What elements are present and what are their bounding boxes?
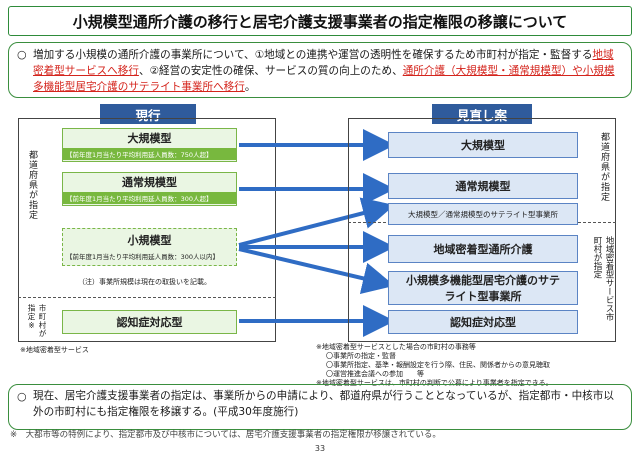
revised-frame [348, 118, 616, 342]
revised-community-text: 地域密着型通所介護 [433, 243, 533, 256]
arrow-small-to-satellite [238, 197, 395, 247]
current-municipal-label: 市町村が指定※ [26, 304, 48, 338]
bottom-box: ○ 現在、居宅介護支援事業者の指定は、事業所からの申請により、都道府県が行うこと… [8, 384, 632, 430]
page-footnote: ※ 大都市等の特例により、指定都市及び中核市については、居宅介護支援事業者の指定… [10, 430, 441, 440]
intro-highlight-1: 地域密着型サービスへ移行 [33, 49, 614, 77]
current-dementia-box: 認知症対応型 [62, 310, 237, 334]
revised-satellite-box: 大規模型／通常規模型のサテライト型事業所 [388, 203, 578, 225]
intro-box: ○ 増加する小規模の通所介護の事業所について、①地域との連携や運営の透明性を確保… [8, 42, 632, 98]
current-divider [18, 297, 276, 298]
revised-municipal-label: 地域密着型サービス市町村が指定 [592, 236, 614, 321]
revised-dementia-text: 認知症対応型 [450, 316, 516, 329]
current-normal-scale-box: 通常規模型 【前年度1月当たり平均利用延人員数：300人超】 [62, 172, 237, 206]
revised-large-scale-box: 大規模型 [388, 132, 578, 158]
bottom-bullet: ○ [17, 390, 27, 403]
revised-normal-scale-box: 通常規模型 [388, 173, 578, 199]
page-title-text: 小規模型通所介護の移行と居宅介護支援事業者の指定権限の移譲について [72, 12, 568, 31]
current-small-scale-name: 小規模型 [127, 234, 172, 247]
revised-prefecture-label: 都道府県が指定 [599, 132, 609, 202]
revised-multifunction-box: 小規模多機能型居宅介護のサテライト型事業所 [388, 271, 578, 305]
intro-text-3: 。 [244, 81, 256, 93]
current-prefecture-label: 都道府県が指定 [27, 150, 37, 220]
current-dementia-name: 認知症対応型 [116, 316, 183, 329]
page-number: 33 [314, 444, 326, 453]
current-small-scale-box: 小規模型 【前年度1月当たり平均利用延人員数：300人以内】 [62, 228, 237, 266]
current-small-scale-detail: 【前年度1月当たり平均利用延人員数：300人以内】 [63, 250, 236, 262]
revised-satellite-text: 大規模型／通常規模型のサテライト型事業所 [408, 209, 558, 219]
revised-community-box: 地域密着型通所介護 [388, 235, 578, 263]
community-note-item: 〇運営推進会議への参加 等 [326, 370, 424, 378]
revised-normal-scale-text: 通常規模型 [455, 180, 511, 193]
revised-dementia-box: 認知症対応型 [388, 310, 578, 334]
intro-bullet: ○ [17, 48, 27, 61]
community-notes: ※地域密着型サービスとした場合の市町村の事務等 〇事業所の指定・監督 〇事業所指… [316, 343, 636, 388]
community-note-item: 〇事業所の指定・監督 [326, 352, 396, 360]
community-note-item: 〇事業所指定、基準・報酬設定を行う際、住民、関係者からの意見聴取 [326, 361, 550, 369]
current-community-footnote: ※地域密着型サービス [20, 346, 89, 354]
intro-text-1: 増加する小規模の通所介護の事業所について、①地域との連携や運営の透明性を確保する… [33, 49, 593, 61]
intro-text-2: 、②経営の安定性の確保、サービスの質の向上のため、 [138, 65, 403, 77]
revised-large-scale-text: 大規模型 [461, 139, 505, 152]
arrow-small-to-multifunction [238, 247, 395, 294]
current-scale-note: （注）事業所規模は現在の取扱いを記載。 [78, 278, 211, 286]
current-large-scale-detail: 【前年度1月当たり平均利用延人員数：750人超】 [63, 148, 236, 160]
intro-highlight-2: 通所介護（大規模型・通常規模型）や小規模多機能型居宅介護のサテライト事業所へ移行 [33, 65, 615, 93]
current-municipal-mark: ※ [27, 321, 36, 331]
bottom-text: 現在、居宅介護支援事業者の指定は、事業所からの申請により、都道府県が行うこととな… [33, 390, 614, 418]
current-large-scale-box: 大規模型 【前年度1月当たり平均利用延人員数：750人超】 [62, 128, 237, 162]
current-municipal-label-text: 市町村が指定 [27, 304, 47, 338]
community-note-heading: ※地域密着型サービスとした場合の市町村の事務等 [316, 343, 476, 351]
revised-multifunction-text: 小規模多機能型居宅介護のサテライト型事業所 [406, 274, 560, 303]
transition-arrows [238, 129, 395, 337]
current-frame [18, 118, 276, 342]
current-large-scale-name: 大規模型 [127, 132, 172, 145]
community-note-footnote: ※地域密着型サービスは、市町村の判断で公募により事業者を指定できる。 [316, 379, 553, 387]
page-title: 小規模型通所介護の移行と居宅介護支援事業者の指定権限の移譲について [8, 6, 632, 36]
current-normal-scale-detail: 【前年度1月当たり平均利用延人員数：300人超】 [63, 192, 236, 204]
current-normal-scale-name: 通常規模型 [122, 176, 177, 189]
